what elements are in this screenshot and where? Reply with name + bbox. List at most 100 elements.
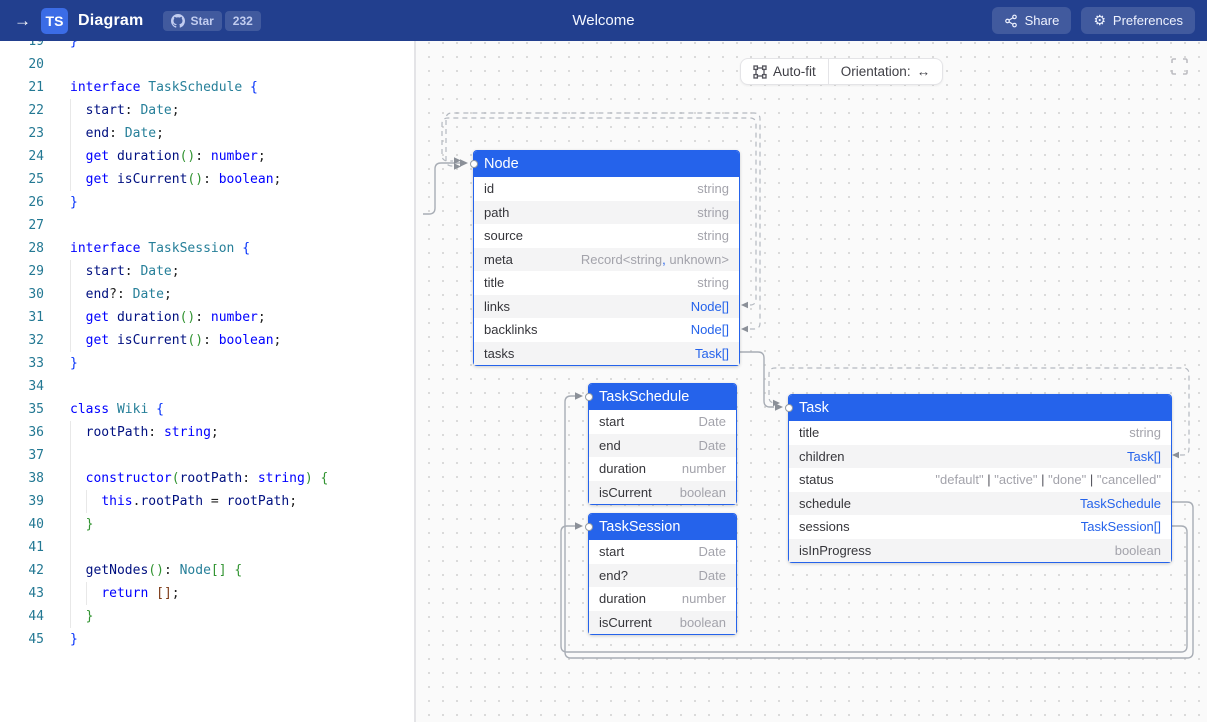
property-type: TaskSession[] (1081, 519, 1161, 534)
autofit-toggle[interactable]: Auto-fit (741, 59, 828, 84)
type-link[interactable]: TaskSession[] (1080, 519, 1161, 535)
code-line: 45} (0, 628, 414, 651)
type-text: | (1037, 472, 1049, 488)
share-button[interactable]: Share (991, 7, 1072, 34)
code-token: Date (140, 264, 172, 279)
entity-row[interactable]: links Node[] (474, 294, 739, 318)
code-token: ( (187, 333, 196, 348)
property-type: Node[] (691, 322, 729, 337)
preferences-button[interactable]: ⚙ Preferences (1081, 7, 1195, 34)
entity-row[interactable]: status"default" | "active" | "done" | "c… (789, 468, 1171, 492)
line-number: 20 (28, 57, 44, 72)
github-star-button[interactable]: Star (163, 10, 222, 31)
code-token: . (132, 494, 141, 509)
property-type: number (682, 591, 726, 606)
github-star-widget[interactable]: Star 232 (163, 10, 261, 31)
entity-title[interactable]: TaskSchedule (589, 384, 736, 410)
code-line: 26} (0, 191, 414, 214)
fullscreen-button[interactable] (1171, 58, 1189, 76)
property-type: Date (699, 544, 726, 559)
github-star-count[interactable]: 232 (224, 10, 261, 31)
type-link[interactable]: TaskSchedule (1080, 495, 1161, 511)
entity-title[interactable]: Node (474, 151, 739, 177)
indent-guide (70, 605, 71, 628)
code-line: 31 get duration(): number; (0, 306, 414, 329)
code-line-content: return []; (70, 582, 414, 605)
type-text: | (983, 472, 995, 488)
arrowhead (741, 325, 748, 333)
type-link[interactable]: Task[] (1127, 448, 1161, 464)
type-text: Date (698, 414, 726, 430)
type-link[interactable]: Node[] (690, 298, 729, 314)
app-logo[interactable]: TS (41, 7, 68, 34)
entity-row[interactable]: end?Date (589, 563, 736, 587)
code-line-content: } (70, 513, 414, 536)
code-token: : (109, 126, 125, 141)
code-token: ; (156, 126, 164, 141)
code-token: start (85, 103, 125, 118)
type-link[interactable]: Task[] (695, 345, 729, 361)
property-name: sessions (799, 519, 850, 535)
code-token (70, 103, 86, 118)
entity-row[interactable]: sessions TaskSession[] (789, 515, 1171, 539)
type-link[interactable]: , (662, 251, 666, 267)
line-number: 38 (28, 471, 44, 486)
code-token (70, 310, 86, 325)
orientation-toggle[interactable]: Orientation: ↔ (829, 59, 942, 84)
code-token: ) (187, 149, 196, 164)
indent-guide (70, 444, 71, 467)
entity-title[interactable]: TaskSession (589, 514, 736, 540)
arrowhead (460, 159, 468, 167)
code-token: ; (171, 103, 180, 118)
code-token (70, 126, 86, 141)
code-token (70, 425, 86, 440)
code-token: Node (179, 563, 211, 578)
code-token: [ (210, 563, 219, 578)
code-line: 42 getNodes(): Node[] { (0, 559, 414, 582)
code-token: get (85, 149, 110, 164)
code-token: : (148, 425, 164, 440)
arrowhead (575, 522, 583, 530)
back-arrow-icon[interactable]: → (14, 11, 31, 30)
code-token (109, 310, 117, 325)
toolbar-divider (827, 59, 829, 84)
code-token: string (257, 471, 305, 486)
property-type: Task[] (695, 346, 729, 361)
property-name: meta (484, 251, 513, 267)
code-token (70, 609, 86, 624)
code-token: ] (163, 586, 172, 601)
entity-title[interactable]: Task (789, 395, 1171, 421)
canvas-toolbar: Auto-fit Orientation: ↔ (740, 58, 944, 85)
code-line: 36 rootPath: string; (0, 421, 414, 444)
code-line-content: get isCurrent(): boolean; (70, 168, 414, 191)
type-link[interactable]: Node[] (690, 322, 729, 338)
property-name: links (484, 298, 511, 314)
code-line-content (70, 375, 414, 398)
